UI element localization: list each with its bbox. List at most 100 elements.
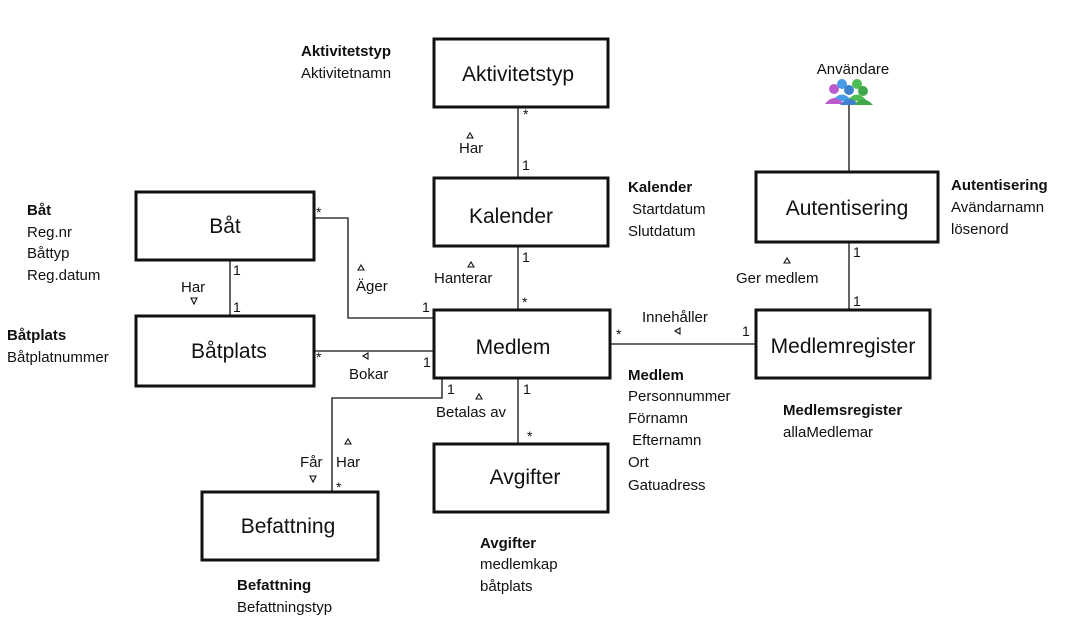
- assoc-label-medlem-befattning-har: Har: [336, 454, 360, 471]
- note-line: lösenord: [951, 221, 1009, 238]
- assoc-label-bat-batplats: Har: [181, 279, 205, 296]
- assoc-label-medlem-befattning-far: Får: [300, 454, 323, 471]
- note-title: Båt: [27, 202, 51, 219]
- bat-box[interactable]: [134, 190, 316, 262]
- user-actor: Användare: [817, 61, 890, 105]
- note-title: Medlem: [628, 367, 684, 384]
- note-line: Aktivitetnamn: [301, 65, 391, 82]
- association-arrows: [190, 131, 791, 484]
- assoc-label-batplats-medlem: Bokar: [349, 366, 388, 383]
- connector-medlem-befattning: [331, 378, 443, 492]
- kalender-box[interactable]: [432, 176, 610, 248]
- mult-batplats-bat-one: 1: [233, 299, 241, 315]
- note-line: Personnummer: [628, 388, 731, 405]
- mult-medlem-avgifter-one: 1: [523, 381, 531, 397]
- note-title: Avgifter: [480, 535, 536, 552]
- attribute-notes: Aktivitetstyp Aktivitetnamn Kalender Sta…: [7, 43, 1048, 616]
- arrow-up-icon: [475, 392, 483, 400]
- assoc-label-aktivitetstyp-kalender: Har: [459, 140, 483, 157]
- arrow-up-icon: [783, 256, 791, 264]
- note-batplats: Båtplats Båtplatnummer: [7, 327, 109, 366]
- medlemregister-box[interactable]: [754, 308, 932, 380]
- assoc-label-bat-medlem: Äger: [356, 278, 388, 295]
- association-labels: Har Hanterar Äger Har Bokar Innehåller G…: [181, 140, 819, 471]
- connector-bat-medlem: [314, 217, 434, 319]
- note-line: Gatuadress: [628, 477, 706, 494]
- user-label: Användare: [817, 61, 890, 78]
- mult-aktivitetstyp-star: *: [523, 106, 529, 122]
- mult-register-medlem-one: 1: [742, 323, 750, 339]
- avgifter-box[interactable]: [432, 442, 610, 514]
- mult-befattning-star: *: [336, 479, 342, 495]
- mult-medlem-bat-one: 1: [422, 299, 430, 315]
- connectors: [229, 104, 850, 492]
- note-title: Autentisering: [951, 177, 1048, 194]
- entity-name-batplats: Båtplats: [191, 340, 267, 363]
- note-medlem: Medlem Personnummer Förnamn Efternamn Or…: [628, 367, 731, 494]
- note-line: Slutdatum: [628, 223, 696, 240]
- entity-name-medlemregister: Medlemregister: [771, 335, 916, 358]
- arrow-up-icon: [357, 263, 365, 271]
- note-title: Kalender: [628, 179, 692, 196]
- assoc-label-medlem-avgifter: Betalas av: [436, 404, 507, 421]
- note-avgifter: Avgifter medlemkap båtplats: [480, 535, 558, 595]
- multiplicities: * 1 1 * * 1 1 1 * 1 * 1 1 1 1 * 1 *: [233, 106, 861, 495]
- mult-kalender-medlem-one: 1: [522, 249, 530, 265]
- note-line: Startdatum: [628, 201, 706, 218]
- note-line: Befattningstyp: [237, 599, 332, 616]
- mult-autentisering-one: 1: [853, 244, 861, 260]
- mult-medlem-kalender-star: *: [522, 294, 528, 310]
- note-title: Medlemsregister: [783, 402, 902, 419]
- note-line: Efternamn: [628, 432, 701, 449]
- assoc-label-autentisering-medlemregister: Ger medlem: [736, 270, 819, 287]
- note-line: Avändarnamn: [951, 199, 1044, 216]
- note-line: Reg.nr: [27, 224, 72, 241]
- batplats-box[interactable]: [134, 314, 316, 388]
- entity-name-kalender: Kalender: [469, 205, 553, 228]
- note-title: Befattning: [237, 577, 311, 594]
- note-line: medlemkap: [480, 556, 558, 573]
- arrow-up-icon: [467, 260, 475, 268]
- arrow-left-icon: [673, 327, 681, 335]
- note-befattning: Befattning Befattningstyp: [237, 577, 332, 616]
- mult-register-autentisering-one: 1: [853, 293, 861, 309]
- mult-medlem-register-star: *: [616, 326, 622, 342]
- note-kalender: Kalender Startdatum Slutdatum: [628, 179, 706, 240]
- note-autentisering: Autentisering Avändarnamn lösenord: [951, 177, 1048, 238]
- aktivitetstyp-box[interactable]: [432, 37, 610, 109]
- arrow-up-icon: [344, 437, 352, 445]
- note-aktivitetstyp: Aktivitetstyp Aktivitetnamn: [301, 43, 391, 82]
- mult-bat-batplats-one: 1: [233, 262, 241, 278]
- mult-batplats-star: *: [316, 349, 322, 365]
- note-line: båtplats: [480, 578, 533, 595]
- note-line: Båttyp: [27, 245, 70, 262]
- entity-name-bat: Båt: [209, 215, 241, 238]
- entity-name-befattning: Befattning: [241, 515, 336, 538]
- note-line: Förnamn: [628, 410, 688, 427]
- users-group-icon: [825, 79, 873, 105]
- mult-bat-star: *: [316, 204, 322, 220]
- note-line: Reg.datum: [27, 267, 100, 284]
- note-title: Båtplats: [7, 327, 66, 344]
- befattning-box[interactable]: [200, 490, 380, 562]
- mult-kalender-one: 1: [522, 157, 530, 173]
- entity-name-medlem: Medlem: [476, 336, 551, 359]
- arrow-up-icon: [466, 131, 474, 139]
- arrow-down-icon: [309, 475, 317, 484]
- arrow-left-icon: [361, 352, 369, 360]
- medlem-box[interactable]: [432, 308, 612, 380]
- note-medlemsregister: Medlemsregister allaMedlemar: [783, 402, 902, 441]
- note-title: Aktivitetstyp: [301, 43, 391, 60]
- autentisering-box[interactable]: [754, 170, 940, 244]
- note-line: Båtplatnummer: [7, 349, 109, 366]
- note-line: Ort: [628, 454, 650, 471]
- mult-medlem-batplats-one: 1: [423, 354, 431, 370]
- note-line: allaMedlemar: [783, 424, 873, 441]
- entity-boxes: [134, 37, 940, 562]
- entity-name-aktivitetstyp: Aktivitetstyp: [462, 63, 574, 86]
- mult-medlem-befattning-one: 1: [447, 381, 455, 397]
- entity-name-avgifter: Avgifter: [490, 466, 561, 489]
- arrow-down-icon: [190, 297, 198, 306]
- assoc-label-kalender-medlem: Hanterar: [434, 270, 492, 287]
